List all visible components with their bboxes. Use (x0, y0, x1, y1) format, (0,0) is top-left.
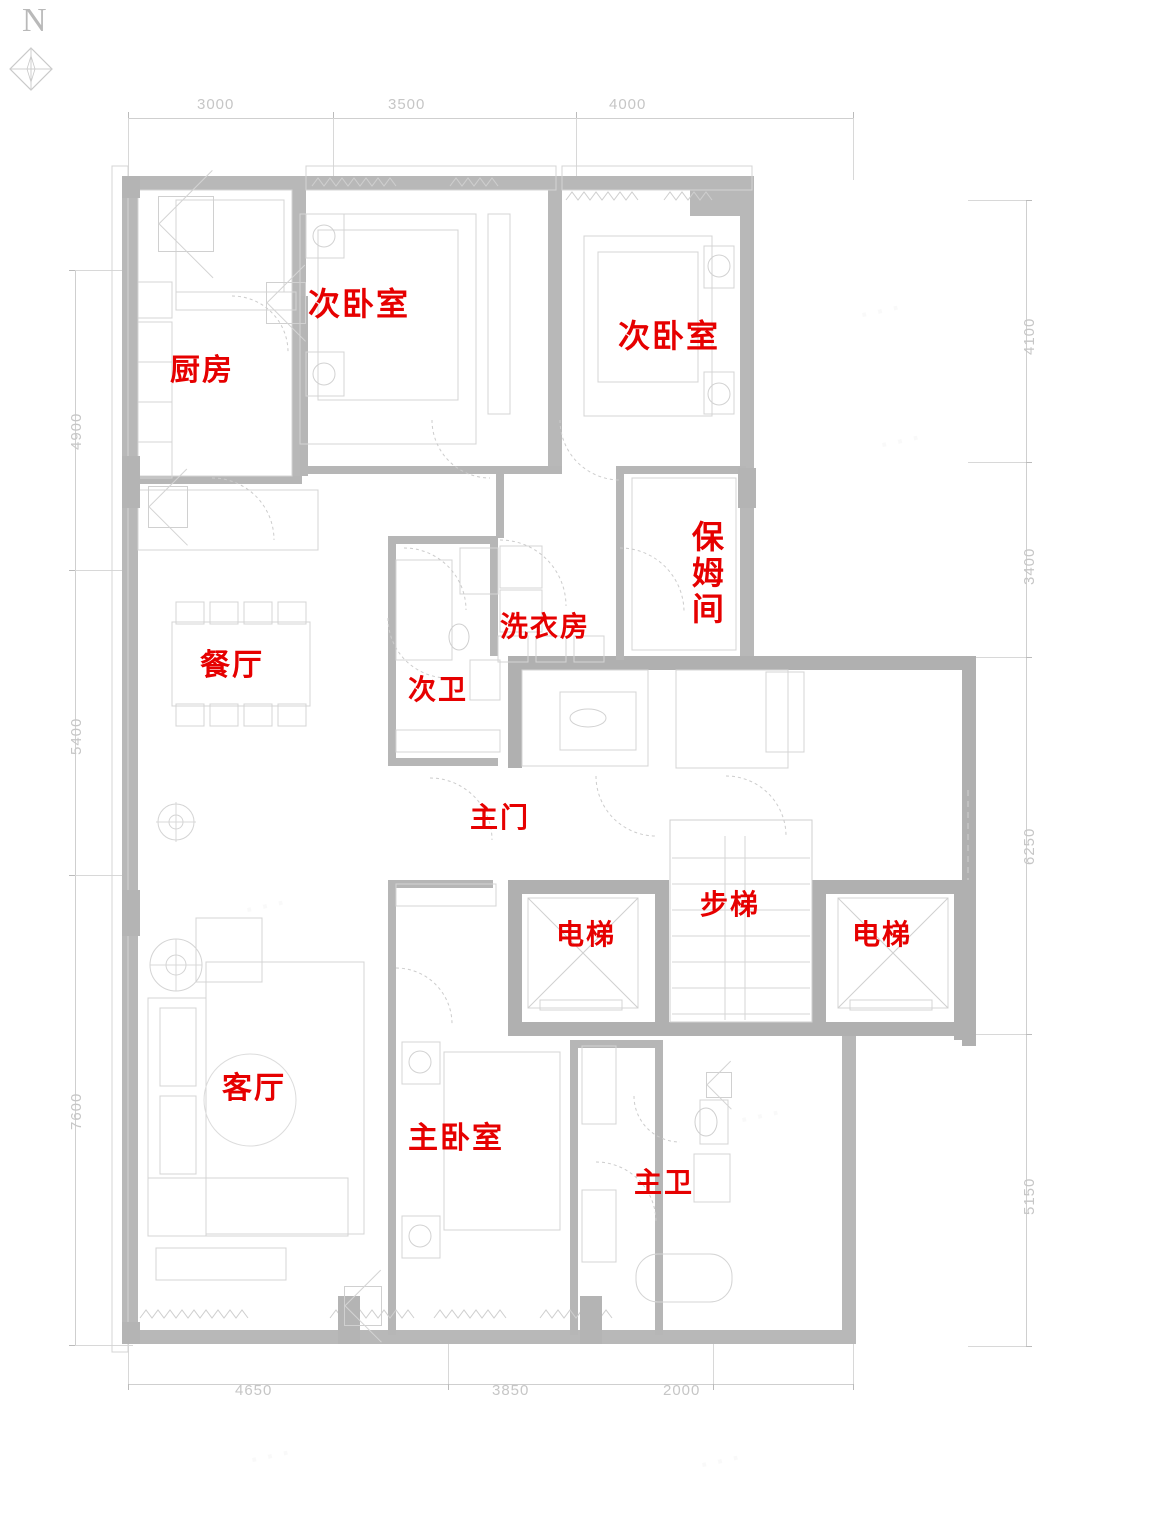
dim-ext (75, 875, 133, 876)
watermark: · · · (698, 1446, 743, 1479)
dim-tick (1020, 1346, 1032, 1347)
dim-tick (1020, 200, 1032, 201)
appliance-icon (344, 1286, 382, 1326)
room-label-dining: 餐厅 (200, 648, 264, 683)
dim-right-0: 4100 (1021, 317, 1038, 355)
north-label: N (22, 2, 47, 39)
dim-tick (853, 1378, 854, 1390)
room-label-bedroom2-left: 次卧室 (308, 285, 411, 323)
dim-left-1: 5400 (68, 717, 85, 755)
room-label-master-bath: 主卫 (634, 1166, 695, 1199)
room-label-living: 客厅 (222, 1071, 286, 1106)
appliance-icon (158, 196, 214, 252)
room-label-main-door: 主门 (470, 801, 531, 834)
dim-ext (968, 200, 1026, 201)
dim-left-2: 7600 (68, 1092, 85, 1130)
dim-tick (713, 1378, 714, 1390)
dim-ext (128, 118, 129, 178)
dim-top-0: 3000 (197, 96, 235, 113)
dim-bottom-0: 4650 (235, 1382, 273, 1399)
appliance-icon (148, 486, 188, 528)
dim-left-0: 4900 (68, 412, 85, 450)
dim-ext (968, 1034, 1026, 1035)
dim-ext (968, 657, 1026, 658)
appliance-icon (266, 282, 306, 324)
room-label-bedroom2-right: 次卧室 (618, 317, 721, 355)
dim-ext (968, 462, 1026, 463)
column (580, 1296, 602, 1344)
room-label-stairs: 步梯 (700, 888, 761, 921)
room-label-master-bedroom: 主卧室 (408, 1121, 504, 1156)
watermark: · · · (243, 891, 288, 924)
dim-ext (576, 118, 577, 180)
room-label-laundry: 洗衣房 (500, 610, 591, 643)
column (122, 456, 140, 508)
room-label-guest-bath: 次卫 (408, 673, 469, 706)
room-label-elevator-right: 电梯 (852, 918, 913, 951)
dim-ext (333, 118, 334, 180)
dim-tick (1020, 657, 1032, 658)
dim-top-2: 4000 (609, 96, 647, 113)
dim-right-1: 3400 (1021, 547, 1038, 585)
column (122, 890, 140, 936)
dim-line-bottom (128, 1384, 854, 1385)
column (122, 1322, 140, 1344)
watermark: · · · (248, 1441, 293, 1474)
dim-ext (448, 1340, 449, 1384)
compass-rose-icon (9, 47, 53, 91)
dim-ext (128, 1340, 129, 1384)
dim-ext (75, 270, 133, 271)
dim-top-1: 3500 (388, 96, 426, 113)
dim-line-left (75, 270, 76, 1345)
dim-tick (1020, 1034, 1032, 1035)
dim-tick (128, 1378, 129, 1390)
dim-tick (448, 1378, 449, 1390)
dim-ext (713, 1340, 714, 1384)
room-label-elevator-left: 电梯 (556, 918, 617, 951)
column (122, 176, 140, 198)
watermark: · · · (858, 296, 903, 329)
dim-right-2: 6250 (1021, 827, 1038, 865)
dim-line-right (1026, 200, 1027, 1346)
dim-ext (853, 1340, 854, 1384)
room-label-maid-room: 保姆间 (686, 520, 725, 628)
watermark: · · · (738, 1101, 783, 1134)
dim-ext (853, 118, 854, 180)
dim-line-top (128, 118, 854, 119)
dim-ext (75, 570, 133, 571)
dim-ext (75, 1345, 133, 1346)
appliance-icon (706, 1072, 732, 1098)
dim-ext (968, 1346, 1026, 1347)
dim-right-3: 5150 (1021, 1177, 1038, 1215)
dim-bottom-2: 2000 (663, 1382, 701, 1399)
watermark: · · · (878, 426, 923, 459)
room-label-kitchen: 厨房 (170, 353, 234, 388)
dim-bottom-1: 3850 (492, 1382, 530, 1399)
dim-tick (1020, 462, 1032, 463)
column (738, 468, 756, 508)
